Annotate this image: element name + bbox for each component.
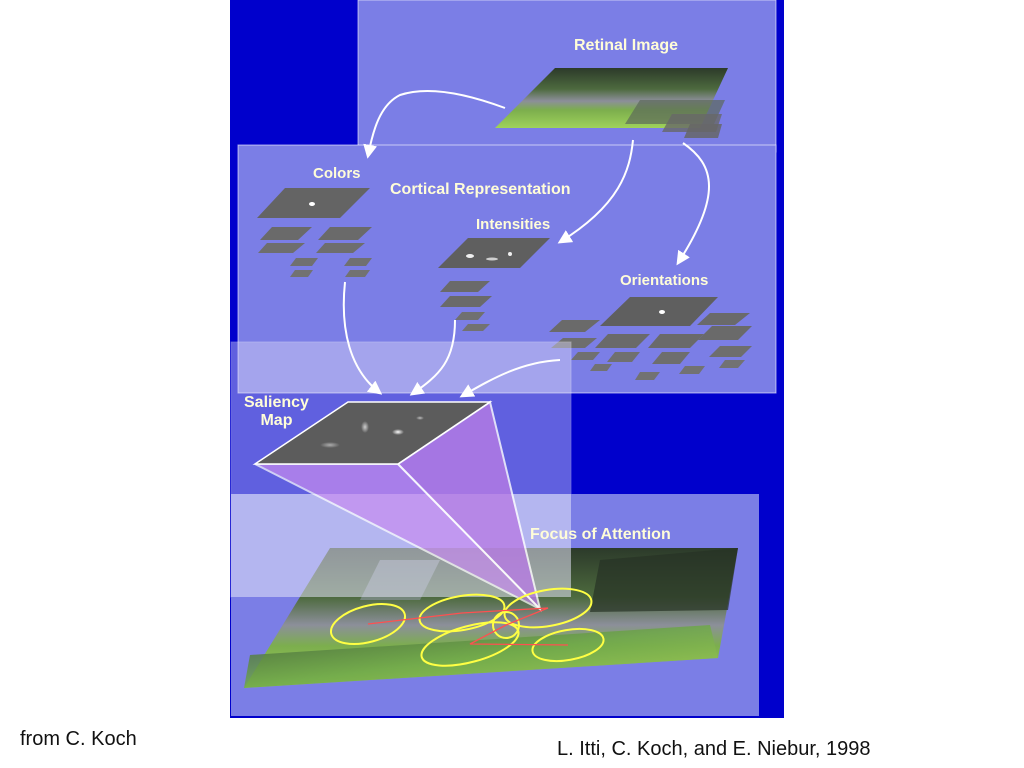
intensities-label: Intensities [476,216,551,233]
saliency-map-label: Saliency Map [244,394,309,429]
colors-feature-maps [257,188,372,277]
saliency-map-plane [252,401,493,465]
cortical-representation-panel [237,144,777,394]
colors-label: Colors [313,165,361,182]
intensities-feature-maps [438,238,550,331]
saliency-map-label-line1: Saliency [244,394,309,411]
retinal-image-panel [357,0,777,153]
orientations-label: Orientations [620,272,709,289]
processing-arrows [342,89,710,398]
retinal-image-label: Retinal Image [574,37,679,54]
source-caption: from C. Koch [20,728,137,750]
attention-ellipses [330,587,605,667]
citation-caption: L. Itti, C. Koch, and E. Niebur, 1998 [557,738,871,760]
focus-of-attention-label: Focus of Attention [530,526,671,543]
cortical-representation-label: Cortical Representation [390,181,571,198]
saliency-map-label-line2: Map [260,411,293,429]
orientations-feature-maps [549,297,752,380]
scan-path [367,607,569,646]
